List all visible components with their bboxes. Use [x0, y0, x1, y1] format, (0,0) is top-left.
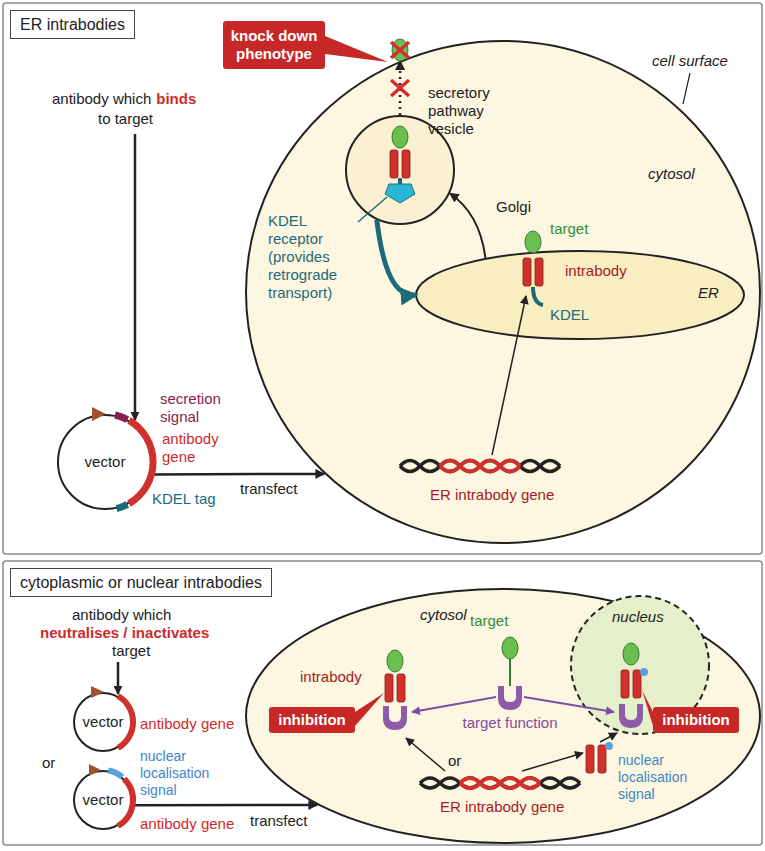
part-label: ER intrabody gene [440, 798, 564, 816]
knockdown-callout: knock down phenotype [222, 20, 326, 70]
target-label: target [550, 220, 588, 238]
cell-surface-label: cell surface [652, 52, 728, 70]
panel-shape [2, 2, 763, 555]
description: target [112, 642, 150, 660]
er-label: ER [698, 284, 719, 302]
panel-heading: cytoplasmic or nuclear intrabodies [10, 568, 272, 597]
er-compartment-outline [416, 251, 744, 339]
part-label: antibody gene [140, 715, 234, 733]
connector-label: Golgi [496, 198, 531, 216]
cytosol-label: cytosol [648, 165, 695, 183]
part-label: ER intrabody gene [430, 486, 554, 504]
callout-label: KDEL receptor (provides retrograde trans… [268, 212, 356, 302]
description: to target [98, 110, 153, 128]
kdel-label: KDEL [550, 306, 589, 324]
vector-plasmid-outline [74, 693, 132, 751]
callout-text: inhibition [652, 711, 740, 729]
cell-outline-outline [246, 41, 760, 543]
panel: cytoplasmic or nuclear intrabodies vector… [2, 560, 763, 846]
panel-outline [3, 561, 762, 845]
callout-text: inhibition [268, 711, 356, 729]
description: antibody which [72, 606, 171, 624]
knockdown-callout-outline [223, 21, 325, 69]
panel-heading: ER intrabodies [10, 10, 135, 39]
intrabody-label: intrabody [565, 262, 627, 280]
part-label: intrabody [300, 668, 362, 686]
inhibition-callout: inhibition [268, 706, 356, 734]
part-label: KDEL tag [152, 490, 216, 508]
part-label: antibody gene [162, 430, 237, 466]
description-keyword: neutralises / inactivates [40, 624, 209, 642]
vector-plasmid-outline [58, 415, 152, 509]
vector-plasmid: vector [73, 770, 133, 830]
part-label: target function [462, 714, 558, 732]
part-label: secretion signal [160, 390, 238, 426]
er-compartment: targetintrabodyKDELER [415, 250, 745, 340]
vector-label: vector [73, 791, 133, 809]
panel-outline [3, 3, 762, 554]
inhibition-callout: inhibition [652, 706, 740, 734]
cell-outline-outline [246, 589, 760, 843]
part-label: nuclear localisation signal [618, 752, 723, 802]
vector-plasmid: vector [57, 414, 153, 510]
connector-label: transfect [250, 812, 308, 830]
cytosol-label: cytosol [420, 606, 467, 624]
description: antibody which [52, 90, 151, 108]
part-label: target [470, 612, 508, 630]
vector-plasmid: vector [73, 692, 133, 752]
nucleus-label: nucleus [612, 608, 664, 626]
callout-text: knock down phenotype [222, 27, 326, 63]
panel: ER intrabodies vector cell surface cytosol t… [2, 2, 763, 555]
vesicle-label: secretory pathway vesicle [428, 84, 523, 138]
secretory-vesicle: secretory pathway vesicle [345, 115, 455, 225]
part-label: antibody gene [140, 815, 234, 833]
or-label: or [448, 752, 461, 770]
inhibition-callout-outline [653, 707, 739, 733]
inhibition-callout-outline [269, 707, 355, 733]
or-label: or [42, 754, 55, 772]
description-keyword: binds [156, 90, 196, 108]
vector-label: vector [73, 713, 133, 731]
vector-plasmid-outline [74, 771, 132, 829]
vector-label: vector [57, 453, 153, 471]
connector-label: transfect [240, 480, 298, 498]
part-label: nuclear localisation signal [140, 748, 240, 798]
